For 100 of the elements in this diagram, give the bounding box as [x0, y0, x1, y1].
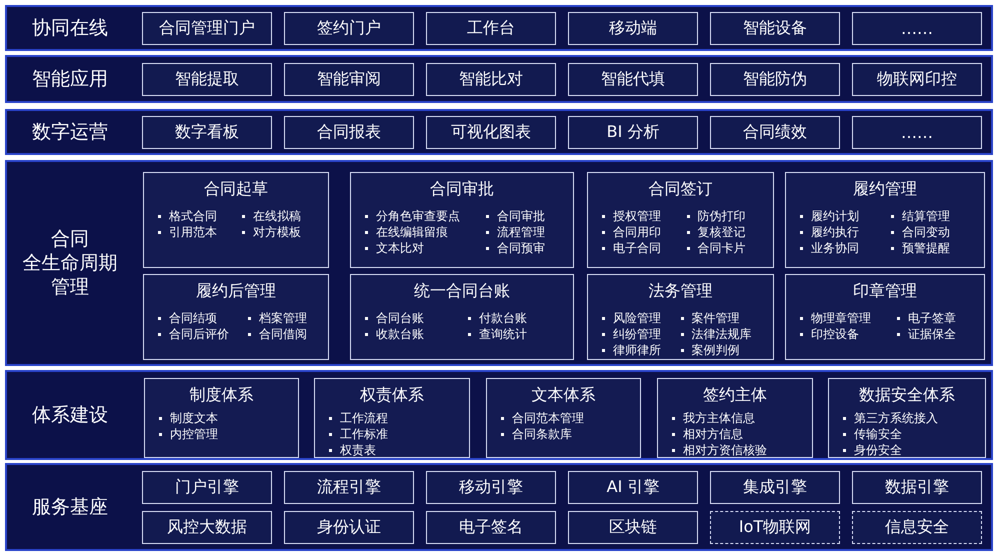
- item-label: 门户引擎: [175, 476, 239, 498]
- list-item: 印控设备: [811, 327, 859, 342]
- list-item: 文本比对: [376, 241, 424, 256]
- item-label: 智能审阅: [317, 68, 381, 90]
- list-item: 第三方系统接入: [854, 411, 938, 426]
- module-card: [657, 378, 813, 458]
- list-item: 证据保全: [908, 327, 956, 342]
- list-item: 工作流程: [340, 411, 388, 426]
- module-title: 合同审批: [430, 179, 494, 198]
- list-item: 工作标准: [340, 427, 388, 442]
- item-label: 集成引擎: [743, 476, 807, 498]
- item-box: [426, 470, 556, 504]
- item-box: [284, 62, 414, 96]
- list-item: 业务协同: [811, 241, 859, 256]
- item-box: [568, 510, 698, 544]
- item-label: 数字看板: [175, 122, 239, 142]
- list-item: 电子签章: [908, 311, 956, 326]
- module-title: 文本体系: [532, 385, 596, 404]
- item-label: 风控大数据: [167, 516, 247, 538]
- item-label: BI 分析: [606, 122, 660, 142]
- item-box: [142, 116, 272, 148]
- item-box: [568, 62, 698, 96]
- list-item: 合同卡片: [698, 241, 746, 256]
- list-item: 风险管理: [613, 311, 661, 326]
- module-card: [587, 172, 774, 268]
- item-box: [426, 116, 556, 148]
- layer-label: 体系建设: [31, 403, 109, 427]
- item-box: [710, 62, 840, 96]
- item-box: [710, 12, 840, 44]
- module-card: [350, 172, 574, 268]
- layer-label: 协同在线: [31, 16, 109, 40]
- item-box: [852, 12, 982, 44]
- module-title: 数据安全体系: [859, 385, 955, 404]
- item-label: IoT物联网: [738, 516, 812, 538]
- list-item: 在线拟稿: [253, 209, 301, 224]
- item-box: [852, 470, 982, 504]
- list-item: 内控管理: [170, 427, 218, 442]
- list-item: 纠纷管理: [613, 327, 661, 342]
- list-item: 合同结项: [169, 311, 217, 326]
- item-box: [142, 62, 272, 96]
- item-box: [284, 12, 414, 44]
- item-label: 移动引擎: [459, 476, 523, 498]
- module-card: [314, 378, 470, 458]
- item-box: [142, 470, 272, 504]
- item-box: [284, 470, 414, 504]
- layer-label: 合同全生命周期管理: [22, 227, 118, 299]
- list-item: 合同借阅: [259, 327, 307, 342]
- item-label: 合同绩效: [743, 122, 807, 142]
- item-label: 可视化图表: [451, 122, 531, 142]
- list-item: 在线编辑留痕: [376, 225, 448, 240]
- list-item: 防伪打印: [698, 209, 746, 224]
- list-item: 预警提醒: [902, 241, 950, 256]
- item-box: [852, 62, 982, 96]
- list-item: 电子合同: [613, 241, 661, 256]
- list-item: 结算管理: [902, 209, 950, 224]
- item-box: [142, 510, 272, 544]
- list-item: 案例判例: [692, 343, 740, 358]
- layer-band: [5, 370, 993, 460]
- list-item: 履约执行: [811, 225, 859, 240]
- item-label: ……: [901, 18, 933, 38]
- list-item: 合同变动: [902, 225, 950, 240]
- list-item: 合同用印: [613, 225, 661, 240]
- list-item: 流程管理: [497, 225, 545, 240]
- item-box: [568, 470, 698, 504]
- item-label: 区块链: [609, 516, 657, 538]
- list-item: 授权管理: [613, 209, 661, 224]
- module-title: 签约主体: [703, 385, 767, 404]
- list-item: 付款台账: [479, 311, 527, 326]
- item-box: [142, 12, 272, 44]
- item-label: 移动端: [609, 18, 657, 38]
- list-item: 对方模板: [253, 225, 301, 240]
- module-title: 制度体系: [190, 385, 254, 404]
- module-card: [587, 274, 774, 360]
- list-item: 法律法规库: [692, 327, 752, 342]
- module-title: 法务管理: [648, 281, 712, 300]
- item-box: [852, 510, 982, 544]
- module-title: 履约后管理: [196, 281, 276, 300]
- module-title: 合同起草: [204, 179, 268, 198]
- list-item: 收款台账: [376, 327, 424, 342]
- list-item: 物理章管理: [811, 311, 871, 326]
- list-item: 制度文本: [170, 411, 218, 426]
- list-item: 案件管理: [692, 311, 740, 326]
- module-card: [828, 378, 986, 458]
- item-box: [426, 510, 556, 544]
- item-box: [568, 116, 698, 148]
- item-box: [284, 510, 414, 544]
- list-item: 合同范本管理: [512, 411, 584, 426]
- item-label: 智能设备: [743, 18, 807, 38]
- item-label: 智能防伪: [743, 68, 807, 90]
- list-item: 格式合同: [169, 209, 217, 224]
- list-item: 律师律所: [613, 343, 661, 358]
- item-label: AI 引擎: [606, 476, 660, 498]
- item-label: 工作台: [467, 18, 515, 38]
- item-box: [568, 12, 698, 44]
- list-item: 履约计划: [811, 209, 859, 224]
- module-card: [785, 274, 985, 360]
- layer-band: [5, 55, 993, 103]
- item-label: 流程引擎: [317, 476, 381, 498]
- list-item: 传输安全: [854, 427, 902, 442]
- layer-label: 服务基座: [31, 495, 109, 519]
